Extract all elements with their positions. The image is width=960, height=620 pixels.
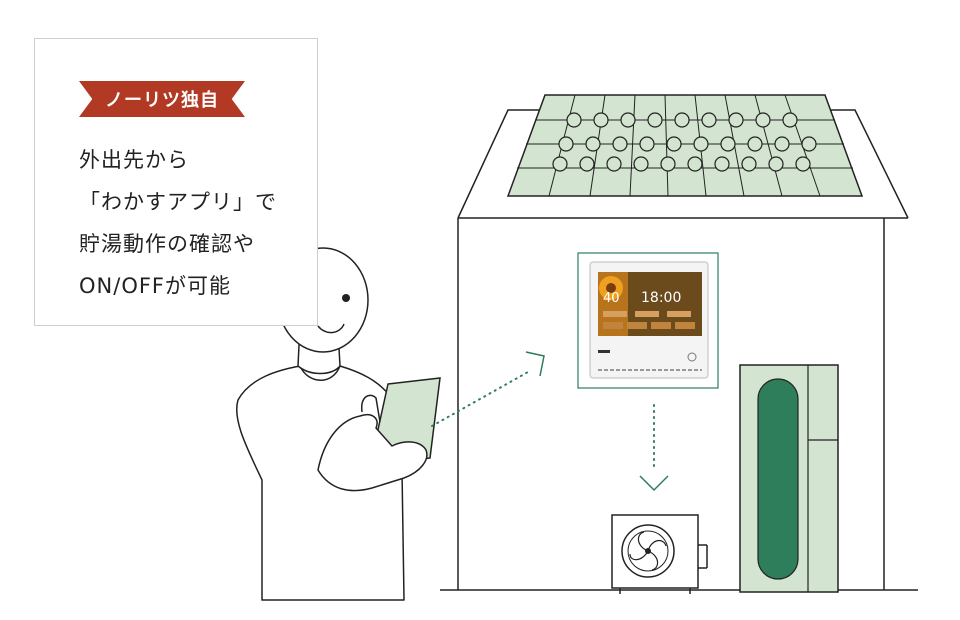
remote-controller: 40 18:00 (577, 252, 719, 389)
house (440, 109, 918, 591)
person-collar (299, 365, 341, 381)
signal-line (431, 351, 545, 427)
remote-time: 18:00 (641, 290, 681, 306)
feature-line: 外出先から (79, 148, 189, 172)
person-mouth (317, 323, 345, 334)
storage-tank (739, 364, 839, 593)
feature-callout: ノーリツ独自 外出先から 「わかすアプリ」で 貯湯動作の確認や ON/OFFが可… (34, 38, 318, 326)
feature-line: 「わかすアプリ」で (79, 190, 277, 214)
remote-temperature: 40 (603, 291, 620, 306)
feature-line: ON/OFFが可能 (79, 274, 232, 298)
heat-pump-unit (611, 514, 708, 594)
feature-line: 貯湯動作の確認や (79, 232, 255, 256)
solar-panel (506, 94, 864, 197)
feature-badge: ノーリツ独自 (79, 81, 245, 117)
person-eye-right (342, 294, 350, 302)
person-hand (317, 394, 428, 492)
down-arrow (639, 404, 669, 492)
signal-arrow-icon (525, 351, 545, 377)
feature-description: 外出先から 「わかすアプリ」で 貯湯動作の確認や ON/OFFが可能 (79, 139, 277, 307)
